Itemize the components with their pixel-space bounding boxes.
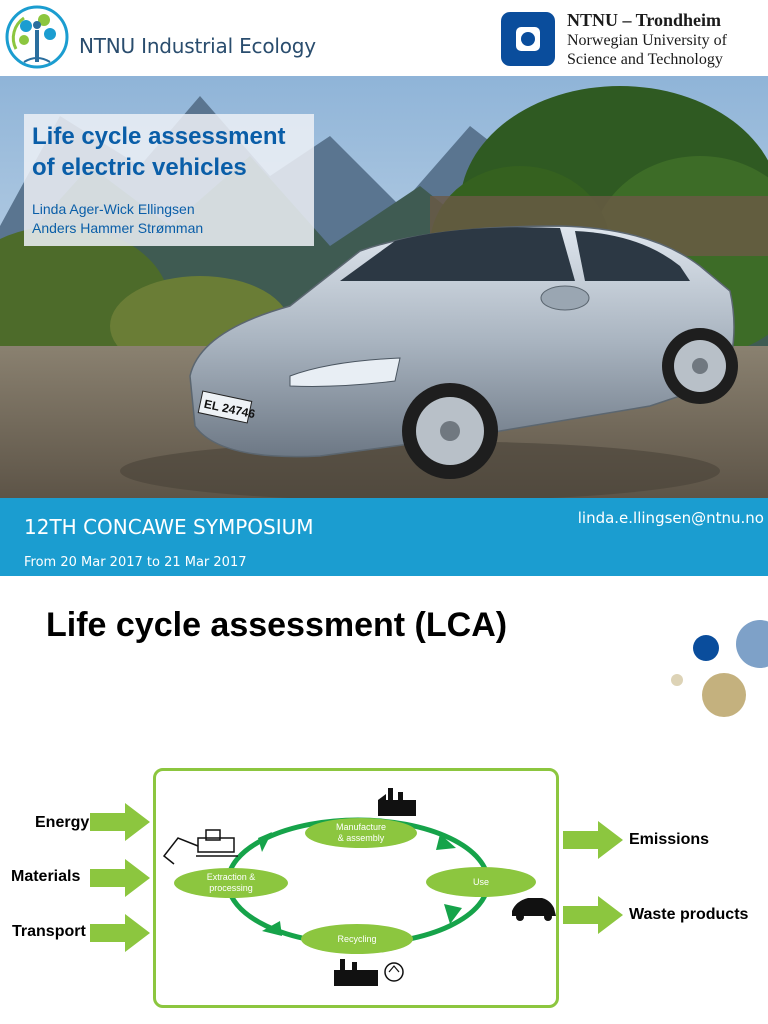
stage-use: Use	[426, 867, 536, 897]
stage-recycling: Recycling	[301, 924, 413, 954]
lca-slide: Life cycle assessment (LCA)	[0, 576, 768, 1024]
title-box	[24, 114, 314, 246]
lca-diagram-graphics	[90, 788, 623, 986]
industrial-ecology-logo-icon	[5, 5, 69, 69]
stage-recycling-label: Recycling	[337, 933, 377, 944]
recycling-plant-icon	[334, 959, 404, 986]
org-name: NTNU Industrial Ecology	[79, 34, 316, 58]
output-arrow	[563, 896, 623, 934]
stage-manufacture: Manufacture& assembly	[305, 818, 417, 848]
input-arrow	[90, 803, 150, 841]
ntnu-logo-icon	[501, 12, 555, 66]
output-arrow	[563, 821, 623, 859]
event-band	[0, 498, 768, 576]
contact-email: linda.e.llingsen@ntnu.no	[577, 509, 764, 527]
input-label-materials: Materials	[11, 868, 81, 885]
university-subtitle-1: Norwegian University of	[567, 32, 727, 49]
stage-manufacture-line-2: & assembly	[337, 833, 385, 843]
slide-title: Life cycle assessment (LCA)	[46, 606, 508, 644]
event-name: 12TH CONCAWE SYMPOSIUM	[24, 515, 314, 539]
car-icon	[512, 898, 556, 921]
cycle-arrowhead	[262, 921, 282, 936]
header-band	[0, 0, 768, 76]
stage-use-label: Use	[472, 876, 489, 887]
stage-manufacture-line-1: Manufacture	[335, 822, 387, 832]
university-subtitle-2: Science and Technology	[567, 51, 723, 68]
stage-extraction-line-2: processing	[209, 883, 253, 893]
input-label-energy: Energy	[35, 814, 90, 831]
title-slide: NTNU Industrial Ecology NTNU – Trondheim…	[0, 0, 768, 576]
author-2: Anders Hammer Strømman	[32, 220, 204, 236]
author-1: Linda Ager-Wick Ellingsen	[32, 201, 195, 217]
cycle-arrowhead	[436, 834, 456, 850]
excavator-icon	[162, 829, 238, 865]
input-arrow	[90, 859, 150, 897]
title-line-1: Life cycle assessment	[32, 123, 286, 150]
factory-icon	[378, 788, 416, 816]
output-label-waste: Waste products	[629, 906, 749, 923]
title-line-2: of electric vehicles	[32, 154, 247, 181]
cycle-arrowhead	[444, 904, 462, 924]
stage-extraction: Extraction &processing	[174, 868, 288, 898]
decorative-dot	[702, 673, 746, 717]
event-dates: From 20 Mar 2017 to 21 Mar 2017	[24, 555, 247, 570]
decorative-dot	[693, 635, 719, 661]
input-label-transport: Transport	[12, 923, 86, 940]
decorative-dot	[736, 620, 768, 668]
output-label-emissions: Emissions	[629, 831, 710, 848]
cycle-arrowhead	[258, 832, 272, 852]
decorative-dot	[671, 674, 683, 686]
stage-extraction-line-1: Extraction &	[206, 872, 256, 882]
lca-system-boundary	[153, 768, 559, 1008]
input-arrow	[90, 914, 150, 952]
university-title: NTNU – Trondheim	[567, 10, 722, 30]
presentation-title: Life cycle assessment of electric vehicl…	[32, 121, 286, 183]
